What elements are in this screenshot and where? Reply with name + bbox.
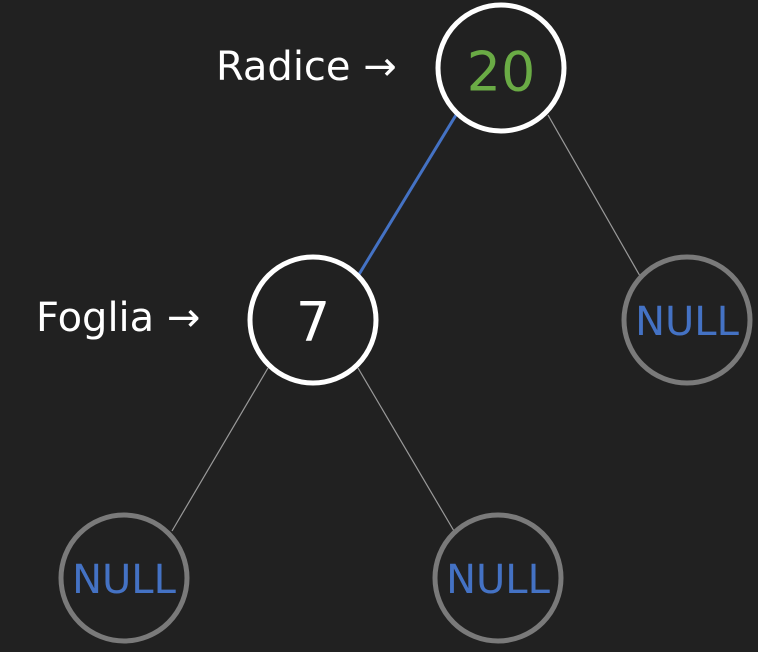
node-left: 7 <box>247 254 379 386</box>
edge-root-left <box>356 114 458 277</box>
node-root-value: 20 <box>467 41 536 104</box>
node-left-right-null-value: NULL <box>446 557 550 603</box>
node-root: 20 <box>435 2 567 134</box>
edge-root-right <box>547 114 641 277</box>
node-left-value: 7 <box>296 291 330 354</box>
node-left-left-null: NULL <box>58 512 190 644</box>
node-left-right-null: NULL <box>432 512 564 644</box>
edge-left-leftnull <box>171 367 269 532</box>
node-right-null-value: NULL <box>635 299 739 345</box>
edge-left-rightnull <box>357 367 455 532</box>
leaf-label: Foglia → <box>36 295 200 341</box>
node-right-null: NULL <box>621 254 753 386</box>
node-left-left-null-value: NULL <box>72 557 176 603</box>
root-label: Radice → <box>216 44 397 90</box>
